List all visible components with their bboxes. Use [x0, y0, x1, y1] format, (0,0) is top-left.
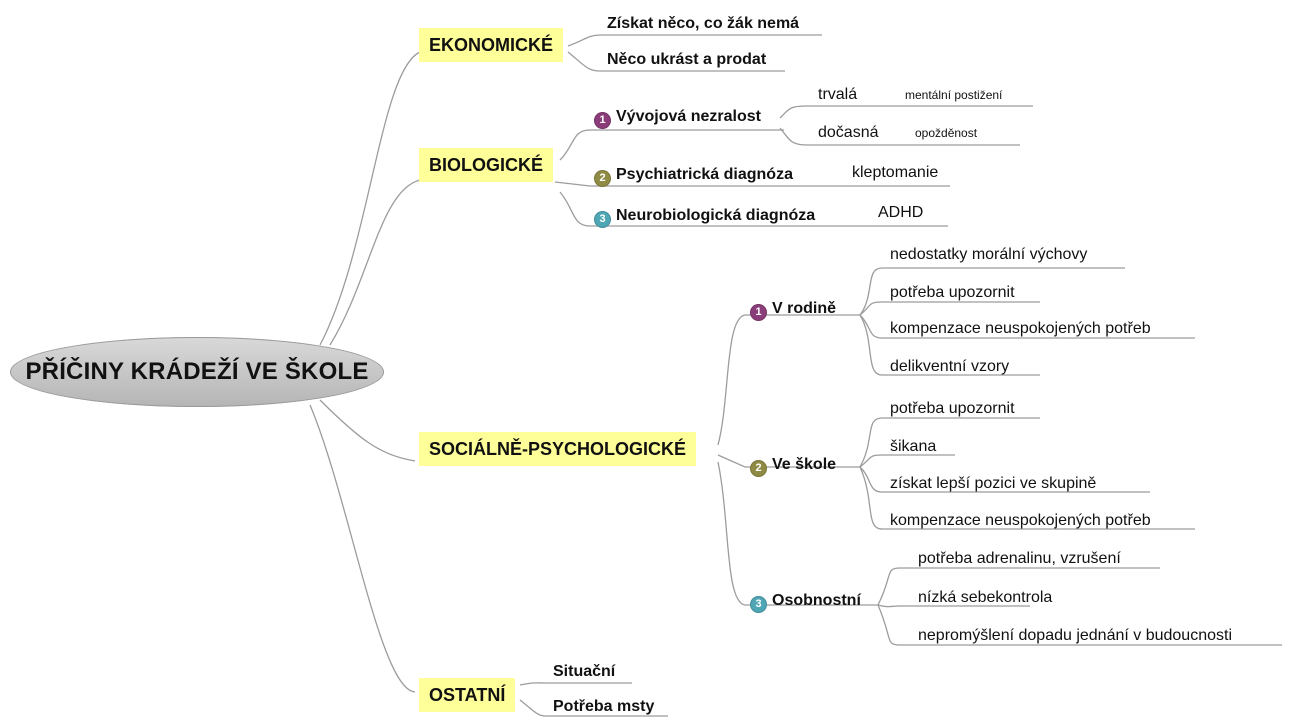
biologicke-neuro-label: Neurobiologická diagnóza [616, 207, 816, 224]
ostatni-item[interactable]: Situační [553, 663, 616, 680]
docasna-label[interactable]: dočasná [818, 124, 879, 141]
category-ekonomicke[interactable]: EKONOMICKÉ [419, 28, 564, 62]
biologicke-psychiatricka-node[interactable]: 2 Psychiatrická diagnóza [594, 166, 793, 187]
neuro-detail[interactable]: ADHD [878, 204, 924, 221]
osobnost-item[interactable]: nízká sebekontrola [918, 589, 1053, 606]
category-biologicke-title: BIOLOGICKÉ [429, 155, 544, 175]
rodina-item[interactable]: nedostatky morální výchovy [890, 246, 1088, 263]
socialni-skola-node[interactable]: 2 Ve škole [750, 456, 836, 477]
category-socialni-title: SOCIÁLNĚ-PSYCHOLOGICKÉ [429, 439, 687, 459]
biologicke-neuro-node[interactable]: 3 Neurobiologická diagnóza [594, 207, 815, 228]
socialni-rodina-label: V rodině [772, 300, 837, 317]
socialni-rodina-node[interactable]: 1 V rodině [750, 300, 836, 321]
trvala-detail[interactable]: mentální postižení [905, 88, 1003, 102]
rodina-item[interactable]: kompenzace neuspokojených potřeb [890, 320, 1151, 337]
category-biologicke[interactable]: BIOLOGICKÉ [419, 148, 554, 182]
rodina-item[interactable]: delikventní vzory [890, 358, 1010, 375]
socialni-osobnost-label: Osobnostní [772, 592, 861, 609]
skola-item[interactable]: potřeba upozornit [890, 400, 1015, 417]
number-badge-icon: 1 [750, 304, 767, 321]
biologicke-vyvojova-label: Vývojová nezralost [616, 108, 761, 125]
biologicke-vyvojova-node[interactable]: 1 Vývojová nezralost [594, 108, 761, 129]
root-node[interactable]: PŘÍČINY KRÁDEŽÍ VE ŠKOLE [10, 337, 384, 407]
ostatni-item[interactable]: Potřeba msty [553, 698, 655, 715]
trvala-label[interactable]: trvalá [818, 86, 858, 103]
skola-item[interactable]: získat lepší pozici ve skupině [890, 475, 1097, 492]
category-ostatni[interactable]: OSTATNÍ [419, 678, 516, 712]
socialni-osobnost-node[interactable]: 3 Osobnostní [750, 592, 861, 613]
osobnost-item[interactable]: potřeba adrenalinu, vzrušení [918, 550, 1121, 567]
number-badge-icon: 2 [750, 460, 767, 477]
root-title: PŘÍČINY KRÁDEŽÍ VE ŠKOLE [25, 358, 369, 385]
socialni-skola-label: Ve škole [772, 456, 837, 473]
number-badge-icon: 2 [594, 170, 611, 187]
category-ekonomicke-title: EKONOMICKÉ [429, 35, 554, 55]
number-badge-icon: 3 [594, 211, 611, 228]
number-badge-icon: 3 [750, 596, 767, 613]
psychiatricka-detail[interactable]: kleptomanie [852, 164, 939, 181]
ekonomicke-item[interactable]: Něco ukrást a prodat [607, 51, 767, 68]
category-socialni[interactable]: SOCIÁLNĚ-PSYCHOLOGICKÉ [419, 432, 697, 466]
docasna-detail[interactable]: opožděnost [915, 126, 978, 140]
rodina-item[interactable]: potřeba upozornit [890, 284, 1015, 301]
ekonomicke-item[interactable]: Získat něco, co žák nemá [607, 15, 800, 32]
category-ostatni-title: OSTATNÍ [429, 685, 506, 705]
biologicke-psychiatricka-label: Psychiatrická diagnóza [616, 166, 793, 183]
number-badge-icon: 1 [594, 112, 611, 129]
skola-item[interactable]: kompenzace neuspokojených potřeb [890, 512, 1151, 529]
skola-item[interactable]: šikana [890, 438, 937, 455]
osobnost-item[interactable]: nepromýšlení dopadu jednání v budoucnost… [918, 627, 1232, 644]
